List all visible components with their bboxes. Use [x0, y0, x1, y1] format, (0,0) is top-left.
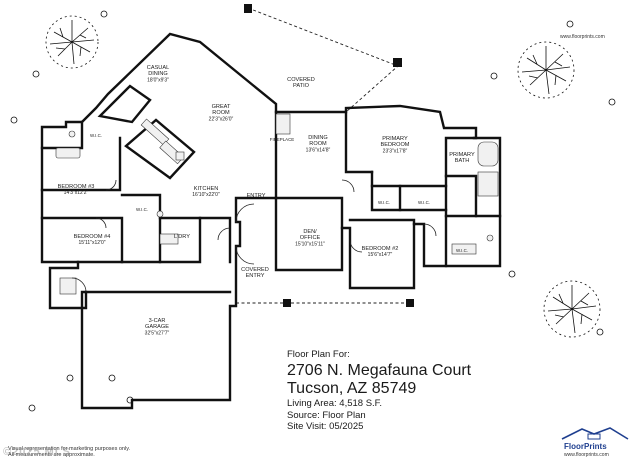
source: Source: Floor Plan	[287, 409, 366, 421]
exterior-walls	[40, 32, 502, 410]
living-area: Living Area: 4,518 S.F.	[287, 398, 383, 409]
label-wic-5: W.I.C.	[456, 248, 468, 253]
tree-top-left-icon	[45, 15, 99, 69]
watermark: ©2025 MLS	[3, 446, 71, 458]
disclaimer-line2: All measurements are approximate.	[8, 452, 95, 459]
site-visit: Site Visit: 05/2025	[287, 421, 364, 432]
label-wic-4: W.I.C.	[418, 200, 430, 205]
logo-url: www.floorprints.com	[564, 452, 609, 458]
address-line1: 2706 N. Megafauna Court	[287, 362, 472, 379]
label-wic-3: W.I.C.	[378, 200, 390, 205]
shrub-icons	[10, 10, 616, 412]
disclaimer: Visual representation for marketing purp…	[8, 446, 130, 459]
floorprints-logo: FloorPrints www.floorprints.com	[560, 425, 638, 459]
label-laundry: L'DRY	[174, 234, 190, 240]
interior-walls	[40, 84, 478, 294]
address-line2: Tucson, AZ 85749	[287, 380, 417, 397]
tree-bottom-right-icon	[543, 280, 601, 338]
covered-patio-outline	[244, 4, 402, 113]
label-wic-2: W.I.C.	[136, 207, 148, 212]
label-fireplace: FIREPLACE	[270, 137, 294, 142]
label-wic-1: W.I.C.	[90, 133, 102, 138]
fixtures	[55, 113, 499, 295]
logo-name: FloorPrints	[564, 442, 607, 451]
property-info: Floor Plan For: 2706 N. Megafauna Court …	[287, 349, 517, 433]
label-entry: ENTRY	[247, 193, 266, 199]
top-url: www.floorprints.com	[560, 34, 605, 40]
house-logo-icon	[561, 427, 629, 440]
info-header: Floor Plan For:	[287, 349, 350, 360]
disclaimer-line1: Visual representation for marketing purp…	[8, 446, 131, 452]
covered-entry-outline	[236, 299, 414, 307]
tree-top-right-icon	[517, 41, 575, 99]
doors	[71, 179, 437, 293]
